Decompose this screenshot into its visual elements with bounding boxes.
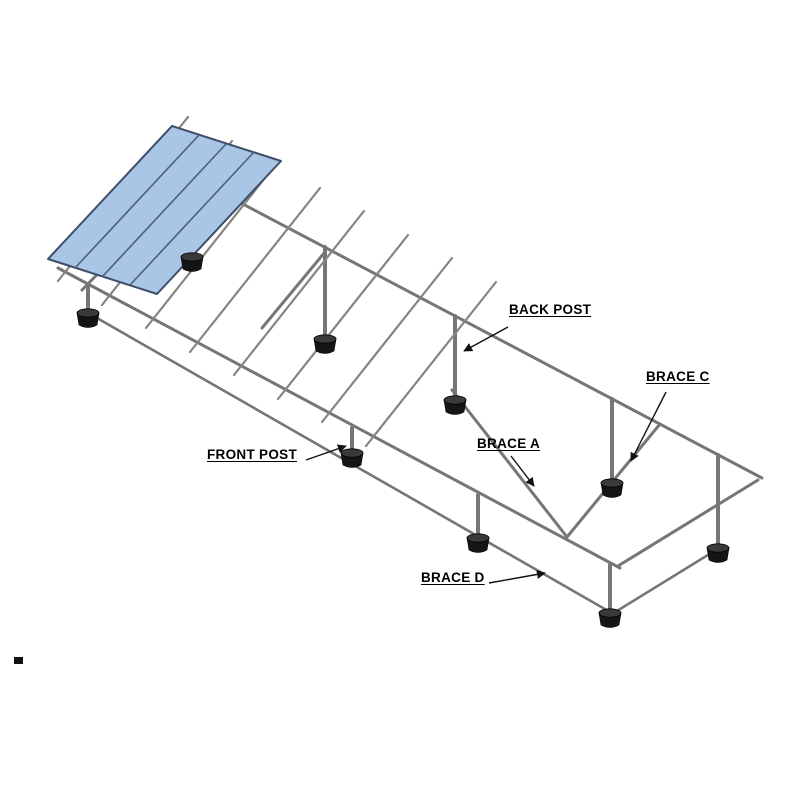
purlin (188, 186, 322, 354)
footing (313, 334, 337, 354)
footing (340, 448, 364, 468)
purlin (144, 162, 278, 330)
purlin (364, 280, 498, 448)
footing (443, 395, 467, 415)
label-brace-d: BRACE D (421, 570, 485, 585)
footing (180, 252, 204, 272)
purlin (232, 209, 366, 377)
brace-d-arrow (488, 569, 546, 584)
panel-module-divider (129, 151, 255, 286)
corner-mark (14, 657, 23, 664)
footing (466, 533, 490, 553)
panel-module-divider (74, 134, 200, 269)
label-arrows (305, 326, 667, 584)
footings (76, 252, 730, 628)
label-brace-a: BRACE A (477, 436, 541, 451)
front-post-arrow (305, 444, 347, 461)
purlin (320, 256, 454, 424)
brace-c-arrow (630, 391, 667, 462)
end-ground-brace (610, 548, 718, 616)
solar-panel-array (47, 125, 282, 295)
footing (600, 478, 624, 498)
panel-module-divider (101, 143, 227, 278)
end-rafter (616, 478, 760, 568)
front-rail (56, 266, 622, 570)
back-post-arrow (463, 326, 509, 352)
footing (76, 308, 100, 328)
purlin (276, 233, 410, 401)
label-front-post: FRONT POST (207, 447, 297, 462)
label-brace-c: BRACE C (646, 369, 710, 384)
footing (706, 543, 730, 563)
brace-a-arrow (510, 455, 535, 487)
footing (598, 608, 622, 628)
brace-a-line (450, 388, 569, 539)
knee-brace (260, 250, 327, 330)
label-back-post: BACK POST (509, 302, 592, 317)
